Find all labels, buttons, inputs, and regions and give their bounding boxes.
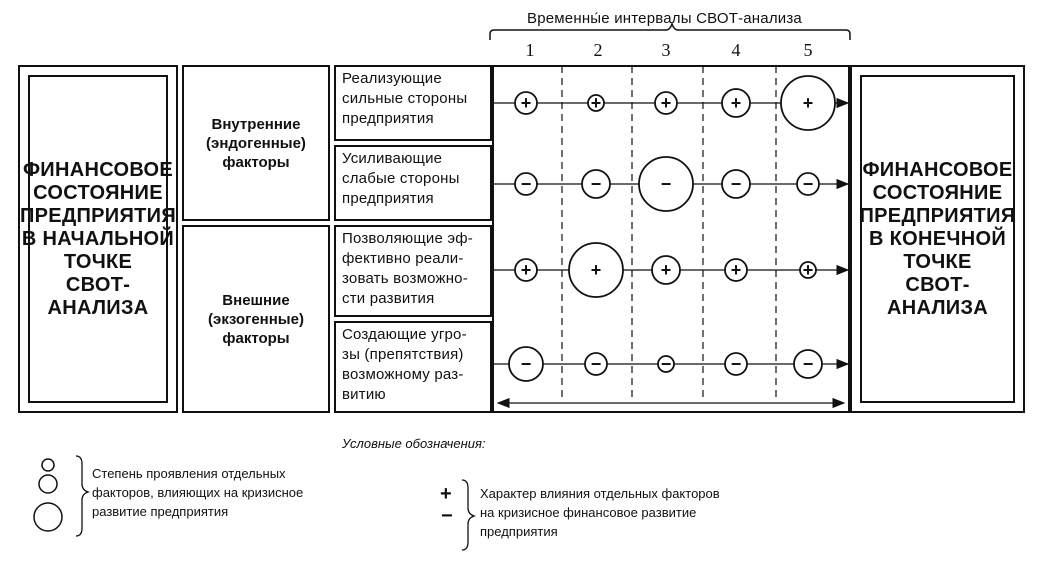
legend-brace-right-icon bbox=[461, 479, 477, 551]
factor-label-strengths: Реализующие сильные стороны предприятия bbox=[342, 70, 468, 127]
factor-box-opportunities: Позволяющие эф- фективно реали- зовать в… bbox=[334, 225, 492, 317]
legend-size-text: Степень проявления отдельных факторов, в… bbox=[92, 466, 304, 519]
factor-label-opportunities: Позволяющие эф- фективно реали- зовать в… bbox=[342, 230, 473, 307]
internal-factors-box: Внутренние (эндогенные) факторы bbox=[182, 65, 330, 221]
interval-label-1: 1 bbox=[525, 40, 535, 60]
factor-label-threats: Создающие угро- зы (препятствия) возможн… bbox=[342, 326, 467, 403]
legend-title: Условные обозначения: bbox=[342, 436, 486, 451]
interval-label-5: 5 bbox=[803, 40, 813, 60]
factor-box-weaknesses: Усиливающие слабые стороны предприятия bbox=[334, 145, 492, 221]
final-state-inner: ФИНАНСОВОЕ СОСТОЯНИЕ ПРЕДПРИЯТИЯ В КОНЕЧ… bbox=[859, 75, 1016, 403]
legend-brace-left-icon bbox=[75, 455, 91, 537]
interval-grid bbox=[492, 65, 850, 413]
legend-sign-text: Характер влияния отдельных факторов на к… bbox=[480, 486, 720, 539]
interval-label-2: 2 bbox=[593, 40, 603, 60]
initial-state-box: ФИНАНСОВОЕ СОСТОЯНИЕ ПРЕДПРИЯТИЯ В НАЧАЛ… bbox=[18, 65, 178, 413]
interval-label-4: 4 bbox=[731, 40, 741, 60]
factor-box-threats: Создающие угро- зы (препятствия) возможн… bbox=[334, 321, 492, 413]
legend-circle-small-icon bbox=[41, 458, 55, 472]
external-factors-box: Внешние (экзогенные) факторы bbox=[182, 225, 330, 413]
initial-state-inner: ФИНАНСОВОЕ СОСТОЯНИЕ ПРЕДПРИЯТИЯ В НАЧАЛ… bbox=[20, 75, 176, 403]
timeline-title: Временны́е интервалы СВОТ-анализа bbox=[527, 10, 802, 27]
external-factors-label: Внешние (экзогенные) факторы bbox=[208, 291, 304, 347]
factor-label-weaknesses: Усиливающие слабые стороны предприятия bbox=[342, 150, 460, 207]
interval-label-3: 3 bbox=[661, 40, 671, 60]
internal-factors-label: Внутренние (эндогенные) факторы bbox=[206, 115, 306, 171]
factor-box-strengths: Реализующие сильные стороны предприятия bbox=[334, 65, 492, 141]
legend-circle-large-icon bbox=[33, 502, 63, 532]
legend-minus-sign: − bbox=[441, 505, 453, 527]
final-state-box: ФИНАНСОВОЕ СОСТОЯНИЕ ПРЕДПРИЯТИЯ В КОНЕЧ… bbox=[850, 65, 1025, 413]
legend-circle-medium-icon bbox=[38, 474, 58, 494]
legend-circle-icons bbox=[33, 455, 91, 537]
final-state-text: ФИНАНСОВОЕ СОСТОЯНИЕ ПРЕДПРИЯТИЯ В КОНЕЧ… bbox=[859, 158, 1016, 319]
legend-plus-sign: + bbox=[440, 483, 452, 505]
initial-state-text: ФИНАНСОВОЕ СОСТОЯНИЕ ПРЕДПРИЯТИЯ В НАЧАЛ… bbox=[19, 158, 177, 319]
timeline-brace bbox=[489, 21, 851, 40]
